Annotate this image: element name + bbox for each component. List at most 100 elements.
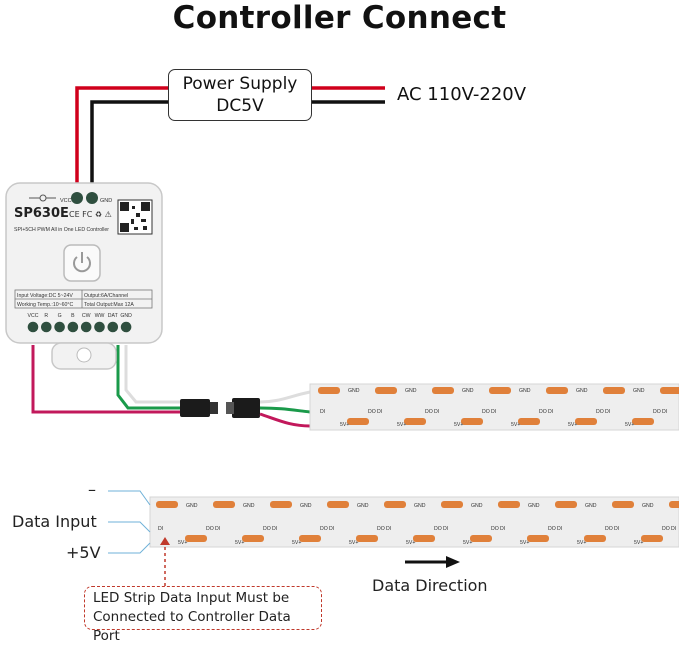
terminal-gnd (120, 321, 132, 333)
vplus-pad-label: 5V+ (577, 540, 586, 546)
led-chip (612, 501, 634, 508)
vcc-input-terminal (71, 192, 83, 204)
vplus-pad-label: 5V+ (634, 540, 643, 546)
mounting-hole (76, 347, 92, 363)
di-pad-label: DI (272, 526, 277, 532)
do-pad-label: DO (434, 526, 442, 532)
vplus-pad-label: 5V+ (520, 540, 529, 546)
spec-working-temp: Working Temp.:10~60°C (17, 302, 73, 308)
led-chip (213, 501, 235, 508)
led-chip (461, 418, 483, 425)
spec-table (14, 289, 153, 309)
vplus-pad-label: 5V+ (454, 422, 463, 428)
strip-ground-wire (124, 345, 180, 404)
gnd-input-label: GND (100, 198, 112, 204)
sm-connector-male (232, 398, 260, 418)
terminal-label-r: R (44, 313, 48, 319)
led-chip (489, 387, 511, 394)
terminal-label-b: B (71, 313, 75, 319)
gnd-guide-line (108, 490, 151, 506)
led-chip (185, 535, 207, 542)
led-chip (404, 418, 426, 425)
vplus-pad-label: 5V+ (625, 422, 634, 428)
qr-code (117, 199, 153, 235)
data-guide-line (108, 521, 151, 533)
dc-jack-icon (29, 194, 56, 202)
led-chip (375, 387, 397, 394)
vplus-pad-label: 5V+ (463, 540, 472, 546)
vplus-pad-label: 5V+ (178, 540, 187, 546)
led-chip (584, 535, 606, 542)
strip-power-wire (31, 345, 180, 414)
power-supply-label: Power Supply (182, 74, 298, 94)
data-input-note: LED Strip Data Input Must be Connected t… (84, 586, 322, 644)
di-pad-label: DI (329, 526, 334, 532)
di-pad-label: DI (491, 409, 496, 415)
led-chip (641, 535, 663, 542)
terminal-label-ww: WW (95, 313, 105, 319)
do-pad-label: DO (539, 409, 547, 415)
minus-label: – (88, 480, 96, 499)
controller-model: SP630E (14, 206, 69, 221)
led-chip (384, 501, 406, 508)
led-chip (413, 535, 435, 542)
vplus-pad-label: 5V+ (568, 422, 577, 428)
spec-total-output: Total Output:Max 12A (84, 302, 134, 308)
spec-output-channel: Output:6A/Channel (84, 293, 128, 299)
certification-marks: CE FC ♻ ⚠ (69, 210, 112, 219)
do-pad-label: DO (548, 526, 556, 532)
vplus-pad-label: 5V+ (292, 540, 301, 546)
di-pad-label: DI (500, 526, 505, 532)
do-pad-label: DO (605, 526, 613, 532)
led-chip (242, 535, 264, 542)
gnd-pad-label: GND (186, 503, 198, 509)
do-pad-label: DO (368, 409, 376, 415)
led-chip (270, 501, 292, 508)
gnd-pad-label: GND (519, 388, 531, 394)
note-line-2: Connected to Controller Data Port (93, 609, 291, 644)
gnd-pad-label: GND (471, 503, 483, 509)
di-pad-label: DI (443, 526, 448, 532)
led-chip (575, 418, 597, 425)
do-pad-label: DO (596, 409, 604, 415)
led-chip (470, 535, 492, 542)
power-icon (73, 252, 91, 273)
do-pad-label: DO (263, 526, 271, 532)
gnd-input-terminal (86, 192, 98, 204)
sm-connector-female (180, 399, 210, 417)
di-pad-label: DI (434, 409, 439, 415)
strip-data-wire (116, 345, 180, 410)
di-pad-label: DI (386, 526, 391, 532)
di-pad-label: DI (377, 409, 382, 415)
gnd-pad-label: GND (462, 388, 474, 394)
gnd-pad-label: GND (633, 388, 645, 394)
terminal-g (54, 321, 65, 333)
gnd-pad-label: GND (243, 503, 255, 509)
vplus-pad-label: 5V+ (511, 422, 520, 428)
led-chip (318, 387, 340, 394)
power-supply-voltage: DC5V (216, 96, 264, 116)
led-chip (555, 501, 577, 508)
do-pad-label: DO (206, 526, 214, 532)
gnd-pad-label: GND (414, 503, 426, 509)
ac-input-label: AC 110V-220V (397, 84, 527, 105)
led-chip (669, 501, 679, 508)
di-pad-label: DI (662, 409, 667, 415)
di-pad-label: DI (215, 526, 220, 532)
pointer-arrowhead (160, 537, 170, 545)
di-pad-label: DI (548, 409, 553, 415)
terminal-label-dat: DAT (108, 313, 119, 319)
led-chip (498, 501, 520, 508)
terminal-label-cw: CW (82, 313, 91, 319)
power-supply-box: Power Supply DC5V (168, 69, 312, 121)
data-direction-label: Data Direction (372, 576, 488, 595)
gnd-pad-label: GND (348, 388, 360, 394)
terminal-vcc (27, 321, 39, 333)
vplus-pad-label: 5V+ (349, 540, 358, 546)
di-pad-label: DI (320, 409, 325, 415)
gnd-pad-label: GND (528, 503, 540, 509)
